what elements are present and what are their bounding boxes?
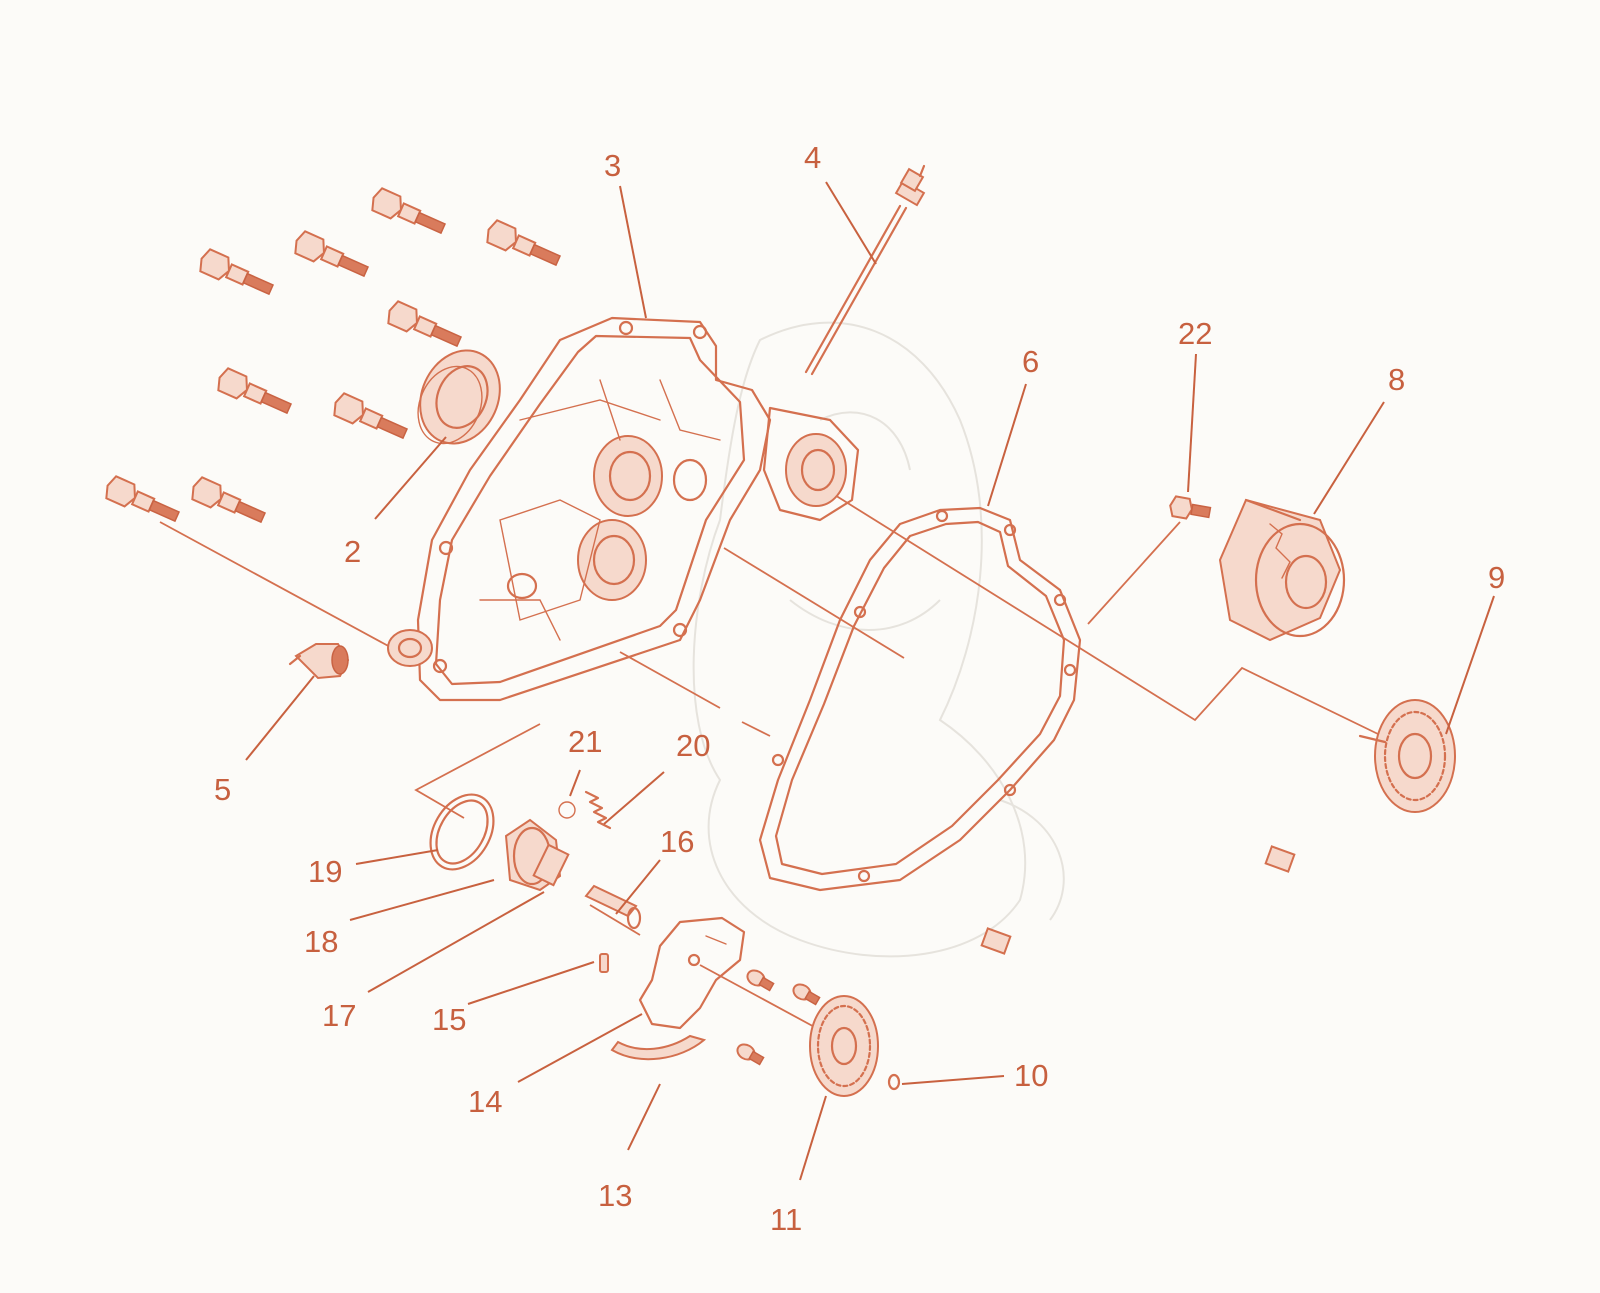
bolt (105, 475, 181, 523)
dowel-pins (980, 845, 1296, 955)
callout-8: 8 (1388, 362, 1405, 397)
callout-21: 21 (568, 724, 602, 759)
bolt (387, 300, 463, 348)
callout-19: 19 (308, 854, 342, 889)
drain-bolt (1169, 495, 1212, 520)
check-ball (558, 801, 576, 819)
oil-filter (1218, 498, 1346, 642)
relief-spring (584, 790, 612, 830)
callout-2: 2 (344, 534, 361, 569)
callout-11: 11 (770, 1202, 802, 1237)
screws (736, 969, 821, 1066)
bolt-group (105, 187, 562, 524)
callout-10: 10 (1014, 1058, 1048, 1093)
bolt (486, 219, 562, 267)
crankcase-cover (387, 316, 860, 702)
bolt (333, 392, 409, 440)
gasket (758, 506, 1082, 892)
bolt (294, 230, 370, 278)
pump-shaft (584, 884, 642, 930)
pump-drive-gear (809, 995, 879, 1097)
callout-20: 20 (676, 728, 710, 763)
callout-22: 22 (1178, 316, 1212, 351)
pump-inner-rotor (532, 843, 570, 887)
callout-5: 5 (214, 772, 231, 807)
o-ring (429, 793, 495, 871)
callout-13: 13 (598, 1178, 632, 1213)
callout-4: 4 (804, 140, 821, 175)
breather (288, 643, 350, 680)
drive-gear-large (1358, 699, 1456, 813)
callout-15: 15 (432, 1002, 466, 1037)
bearing-shell (610, 1034, 707, 1061)
alignment-lines (159, 491, 1379, 1031)
callout-16: 16 (660, 824, 694, 859)
callout-9: 9 (1488, 560, 1505, 595)
circlip (887, 1073, 901, 1091)
bolt (191, 476, 267, 524)
locating-pin (599, 953, 609, 973)
leader-lines (245, 181, 1495, 1181)
callout-17: 17 (322, 998, 356, 1033)
bolt (199, 248, 275, 296)
pump-cover-plate (638, 916, 746, 1030)
oil-seal (417, 349, 501, 445)
callout-14: 14 (468, 1084, 502, 1119)
dipstick (804, 164, 926, 376)
bolt (217, 367, 293, 415)
watermark-figure (692, 321, 1065, 958)
callout-18: 18 (304, 924, 338, 959)
callout-6: 6 (1022, 344, 1039, 379)
callout-3: 3 (604, 148, 621, 183)
callout-labels: 2 3 4 5 6 8 9 10 11 13 14 15 16 17 18 19… (214, 140, 1505, 1237)
bolt (371, 187, 447, 235)
